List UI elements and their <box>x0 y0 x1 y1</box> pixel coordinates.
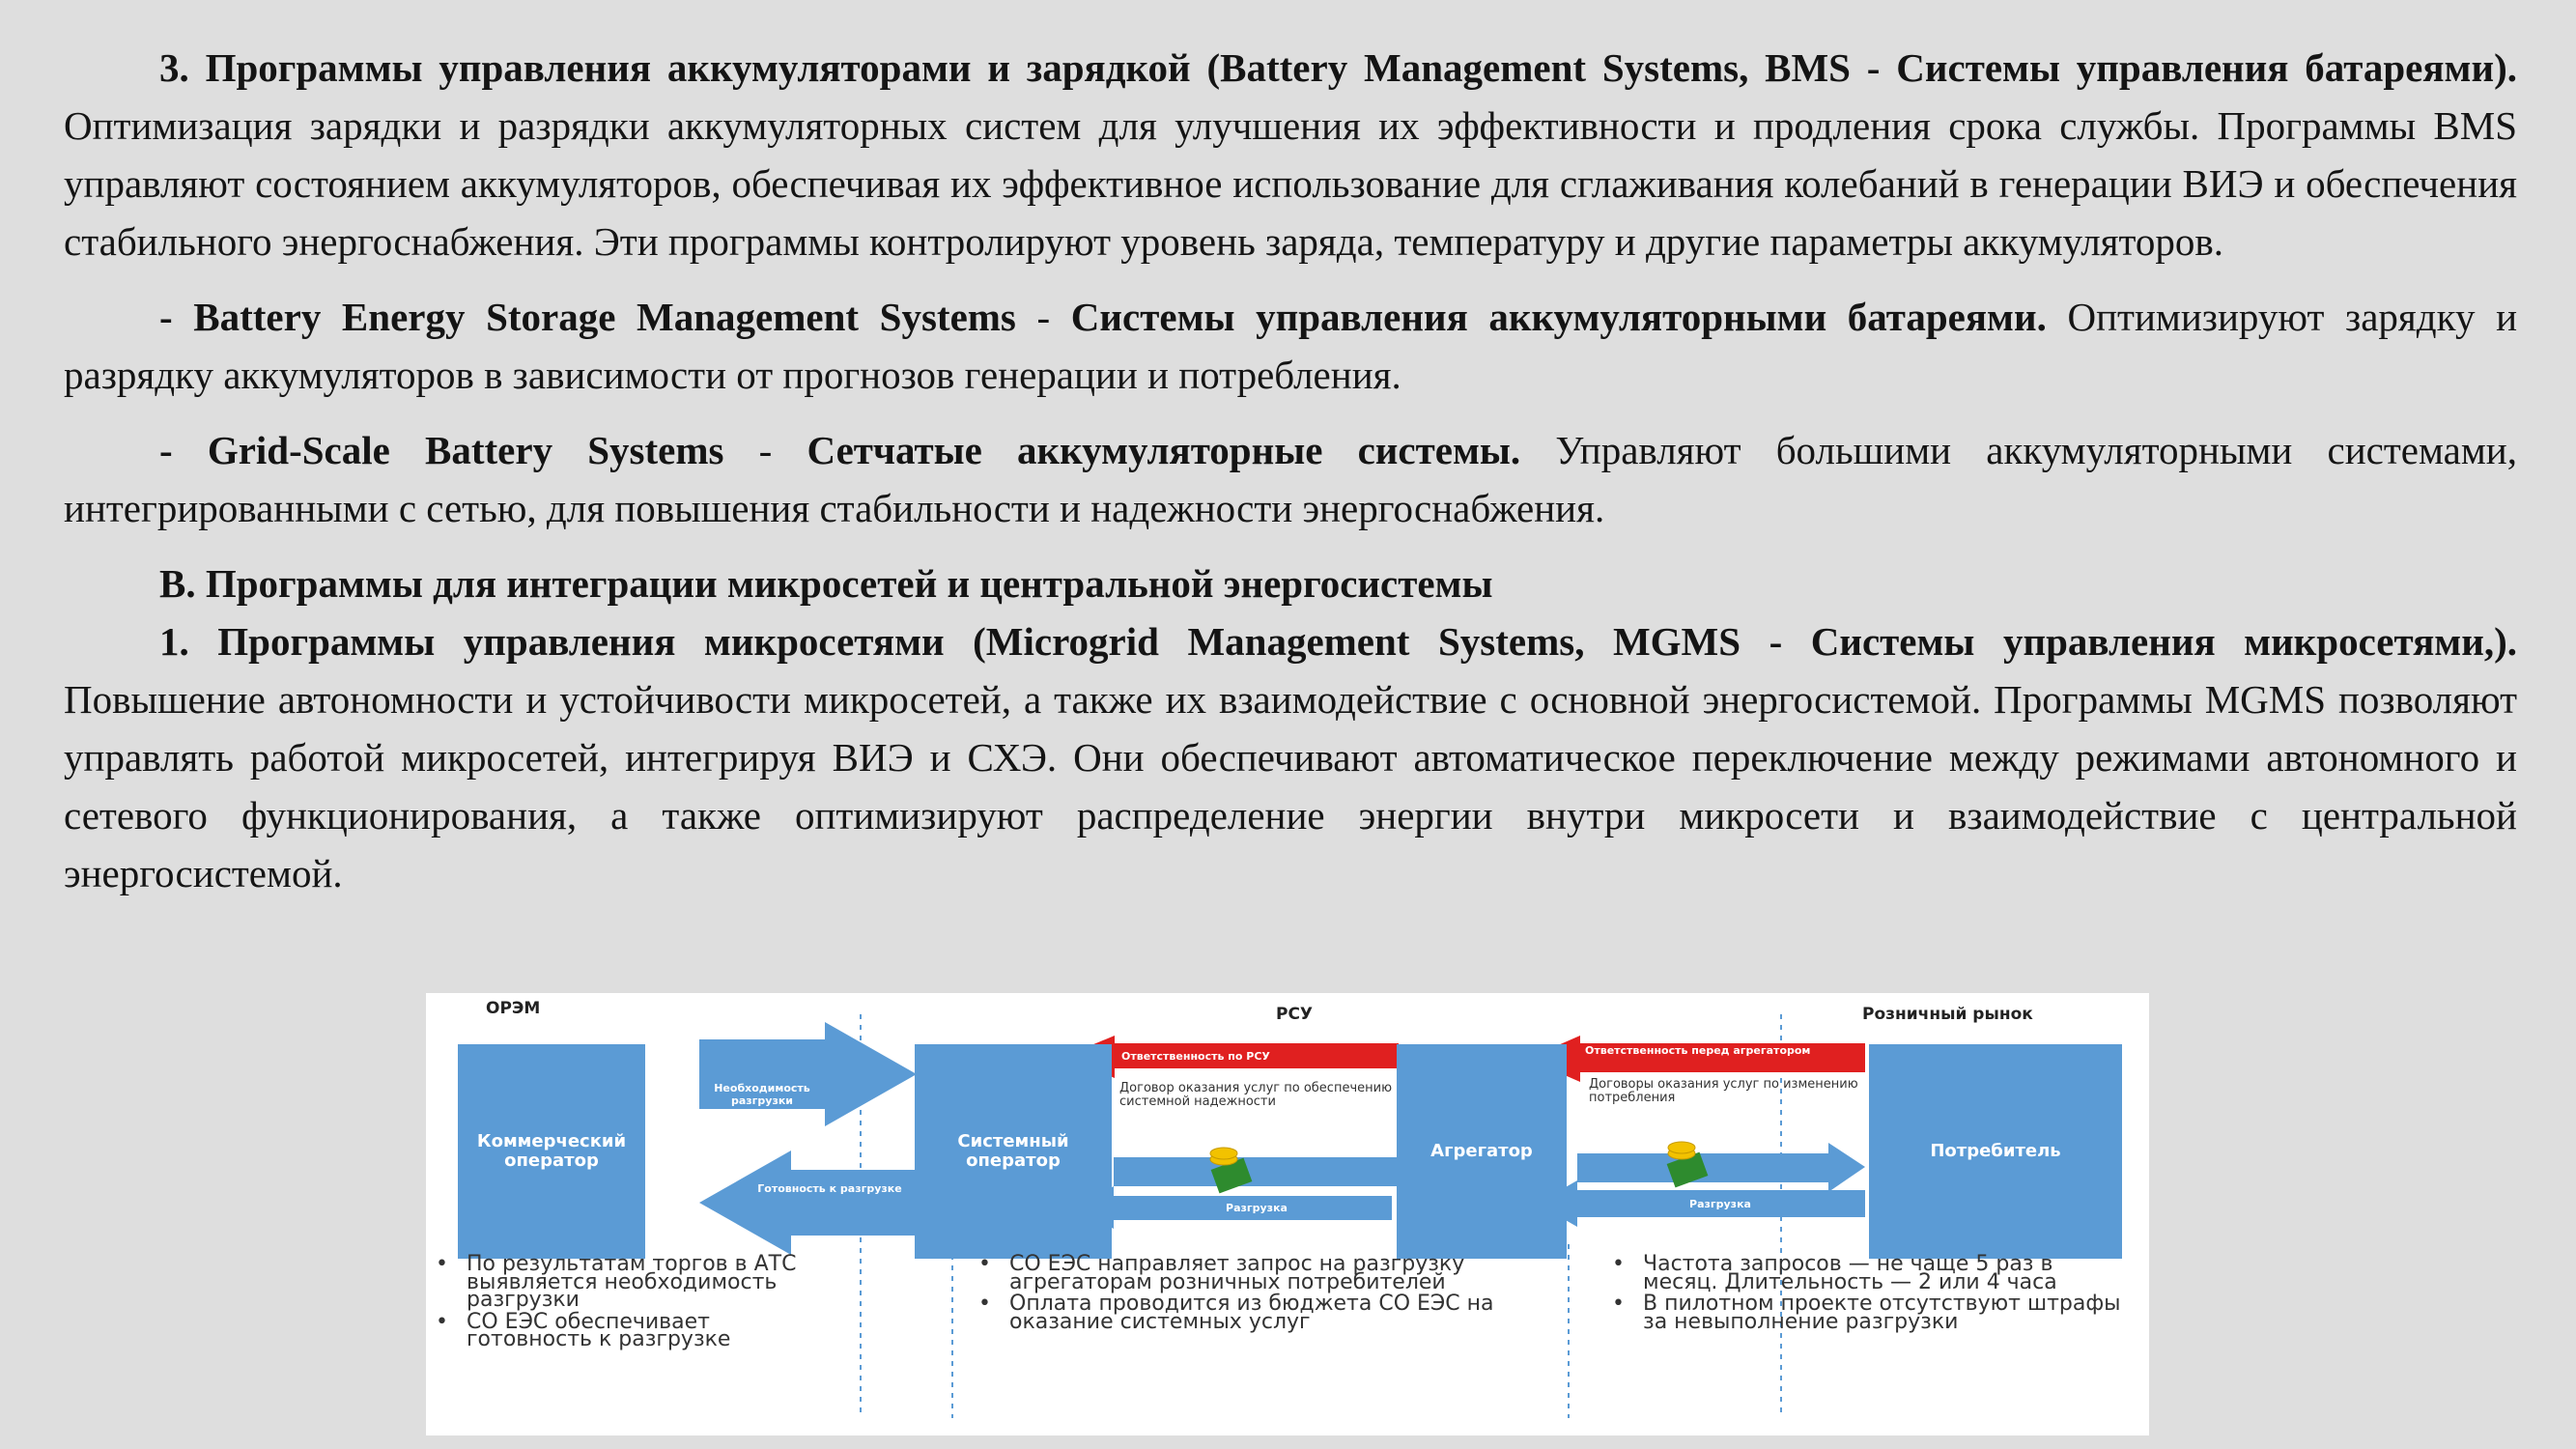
bms-heading: 3. Программы управления аккумуляторами и… <box>159 45 2517 90</box>
mgms-heading: 1. Программы управления микросетями (Mic… <box>159 619 2517 664</box>
arrow-resp-aggregator <box>1527 1036 1865 1082</box>
bullets-retail: Частота запросов — не чаще 5 раз в месяц… <box>1606 1254 2128 1335</box>
bullets-rsu: СО ЕЭС направляет запрос на разгрузку аг… <box>973 1254 1514 1335</box>
arrow-resp-rsu <box>1063 1036 1399 1078</box>
bullet-item: В пилотном проекте отсутствуют штрафы за… <box>1606 1293 2128 1333</box>
bess-text: Оптимизируют зарядку и разрядку аккумуля… <box>64 295 2518 397</box>
paragraph-mgms: 1. Программы управления микросетями (Mic… <box>64 612 2517 902</box>
unload-label-2: Разгрузка <box>1689 1198 1751 1210</box>
box-consumer: Потребитель <box>1869 1044 2122 1259</box>
zone-label-retail: Розничный рынок <box>1862 1005 2033 1024</box>
arrow-ready-unload-label: Готовность к разгрузке <box>757 1182 902 1195</box>
grid-text: Управляют большими аккумуляторными систе… <box>64 428 2517 530</box>
paragraph-bess: - Battery Energy Storage Management Syst… <box>64 288 2517 404</box>
money-icon-1 <box>1209 1147 1253 1194</box>
zone-label-orem: ОРЭМ <box>486 999 541 1018</box>
arrow-money-to-aggregator <box>1114 1147 1435 1196</box>
bullet-item: СО ЕЭС направляет запрос на разгрузку аг… <box>973 1254 1514 1293</box>
grid-en: - Grid-Scale Battery Systems <box>159 428 724 472</box>
bess-sep: - <box>1015 295 1071 339</box>
grid-ru: Сетчатые аккумуляторные системы. <box>807 428 1521 472</box>
section-heading-b: B. Программы для интеграции микросетей и… <box>159 561 1493 606</box>
arrow-ready-unload <box>699 1151 917 1255</box>
arrow-need-unload <box>699 1022 917 1126</box>
paragraph-bms: 3. Программы управления аккумуляторами и… <box>64 39 2517 270</box>
bullet-item: Оплата проводится из бюджета СО ЕЭС на о… <box>973 1293 1514 1333</box>
box-aggregator: Агрегатор <box>1397 1044 1567 1259</box>
bess-ru: Системы управления аккумуляторными батар… <box>1070 295 2047 339</box>
arrow-unload-1 <box>1074 1186 1392 1229</box>
resp-aggregator-label: Ответственность перед агрегатором <box>1585 1044 1811 1057</box>
money-icon-2 <box>1666 1141 1709 1188</box>
paragraph-grid-scale: - Grid-Scale Battery Systems - Сетчатые … <box>64 421 2517 537</box>
bess-en: - Battery Energy Storage Management Syst… <box>159 295 1016 339</box>
bms-text: Оптимизация зарядки и разрядки аккумулят… <box>64 103 2517 264</box>
bullet-item: СО ЕЭС обеспечивает готовность к разгруз… <box>430 1311 835 1350</box>
zone-label-rsu: РСУ <box>1276 1005 1314 1024</box>
demand-response-diagram: ОРЭМ РСУ Розничный рынок Коммерческий оп… <box>426 993 2149 1435</box>
bullet-item: Частота запросов — не чаще 5 раз в месяц… <box>1606 1254 2128 1293</box>
diagram-graphics <box>699 1014 1865 1418</box>
contract-so-aggregator: Договор оказания услуг по обеспечению си… <box>1119 1081 1393 1109</box>
arrow-money-to-consumer <box>1577 1143 1865 1192</box>
box-commercial-operator: Коммерческий оператор <box>458 1044 645 1259</box>
mgms-text: Повышение автономности и устойчивости ми… <box>64 677 2517 895</box>
arrow-need-unload-label: Необходимость разгрузки <box>714 1082 810 1107</box>
box-system-operator: Системный оператор <box>915 1044 1112 1259</box>
arrow-unload-2 <box>1537 1180 1865 1227</box>
document-text: 3. Программы управления аккумуляторами и… <box>64 39 2517 902</box>
grid-sep: - <box>723 428 807 472</box>
resp-rsu-label: Ответственность по РСУ <box>1121 1050 1270 1063</box>
unload-label-1: Разгрузка <box>1226 1202 1288 1214</box>
contract-aggregator-consumer: Договоры оказания услуг по изменению пот… <box>1589 1077 1858 1105</box>
bullets-orem: По результатам торгов в АТС выявляется н… <box>430 1254 835 1353</box>
bullet-item: По результатам торгов в АТС выявляется н… <box>430 1254 835 1311</box>
